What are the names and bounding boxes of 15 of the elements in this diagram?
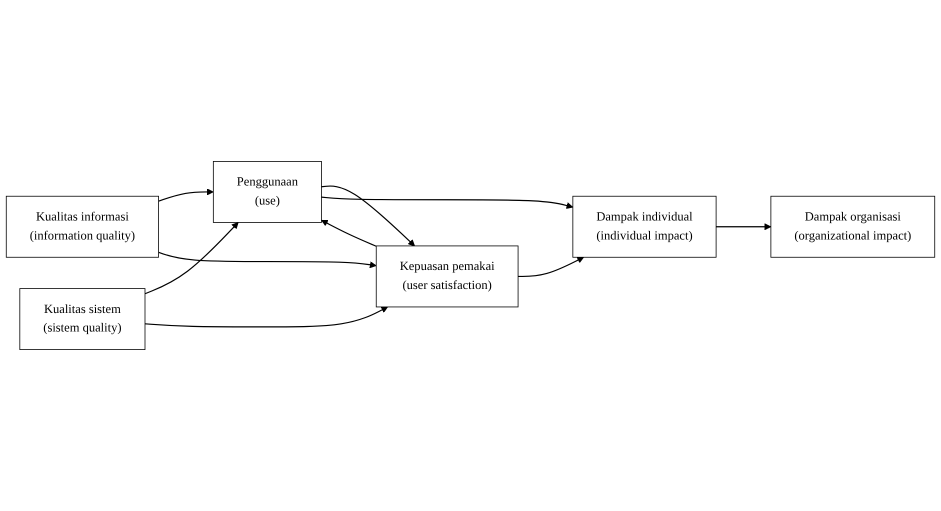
arrow [321,196,574,209]
node-box: Dampak individual (individual impact) [572,196,716,258]
arrow [144,306,388,328]
node-box: Dampak organisasi (organizational impact) [770,196,936,258]
arrow [321,220,376,247]
node-box: Kualitas sistem (sistem quality) [19,288,146,350]
arrow [158,188,214,202]
arrow [158,252,377,268]
arrow [144,222,239,294]
node-box: Penggunaan (use) [212,161,322,223]
arrow [518,256,584,278]
arrow [321,185,415,246]
arrow [716,223,772,230]
node-box: Kepuasan pemakai (user satisfaction) [376,246,518,308]
node-box: Kualitas informasi (information quality) [6,196,159,258]
